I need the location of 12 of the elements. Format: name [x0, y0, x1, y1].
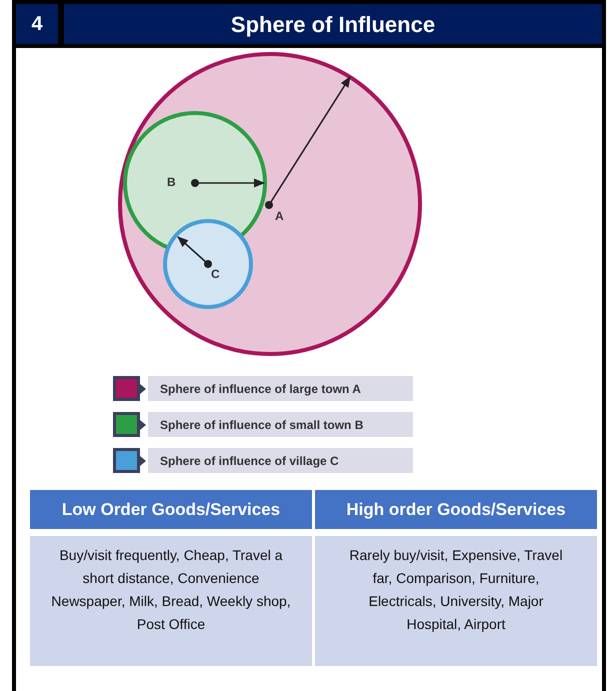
- table-cell: Buy/visit frequently, Cheap, Travel a short distance, Convenience Newspaper, Milk, Bread, Weekly shop, Post Office: [30, 536, 312, 666]
- legend-label: Sphere of influence of village C: [148, 448, 413, 473]
- table-header: High order Goods/Services: [315, 490, 597, 529]
- point-label: B: [167, 176, 176, 188]
- legend-label: Sphere of influence of small town B: [148, 412, 413, 437]
- table-header: Low Order Goods/Services: [30, 490, 312, 529]
- legend-label: Sphere of influence of large town A: [148, 376, 413, 401]
- point-label: A: [275, 210, 284, 222]
- title-bar: Sphere of Influence: [60, 0, 606, 48]
- number-header: 4: [12, 0, 62, 48]
- point-label: C: [211, 268, 220, 280]
- table-cell: Rarely buy/visit, Expensive, Travel far, Comparison, Furniture, Electricals, University, Major Hospital, Airport: [315, 536, 597, 666]
